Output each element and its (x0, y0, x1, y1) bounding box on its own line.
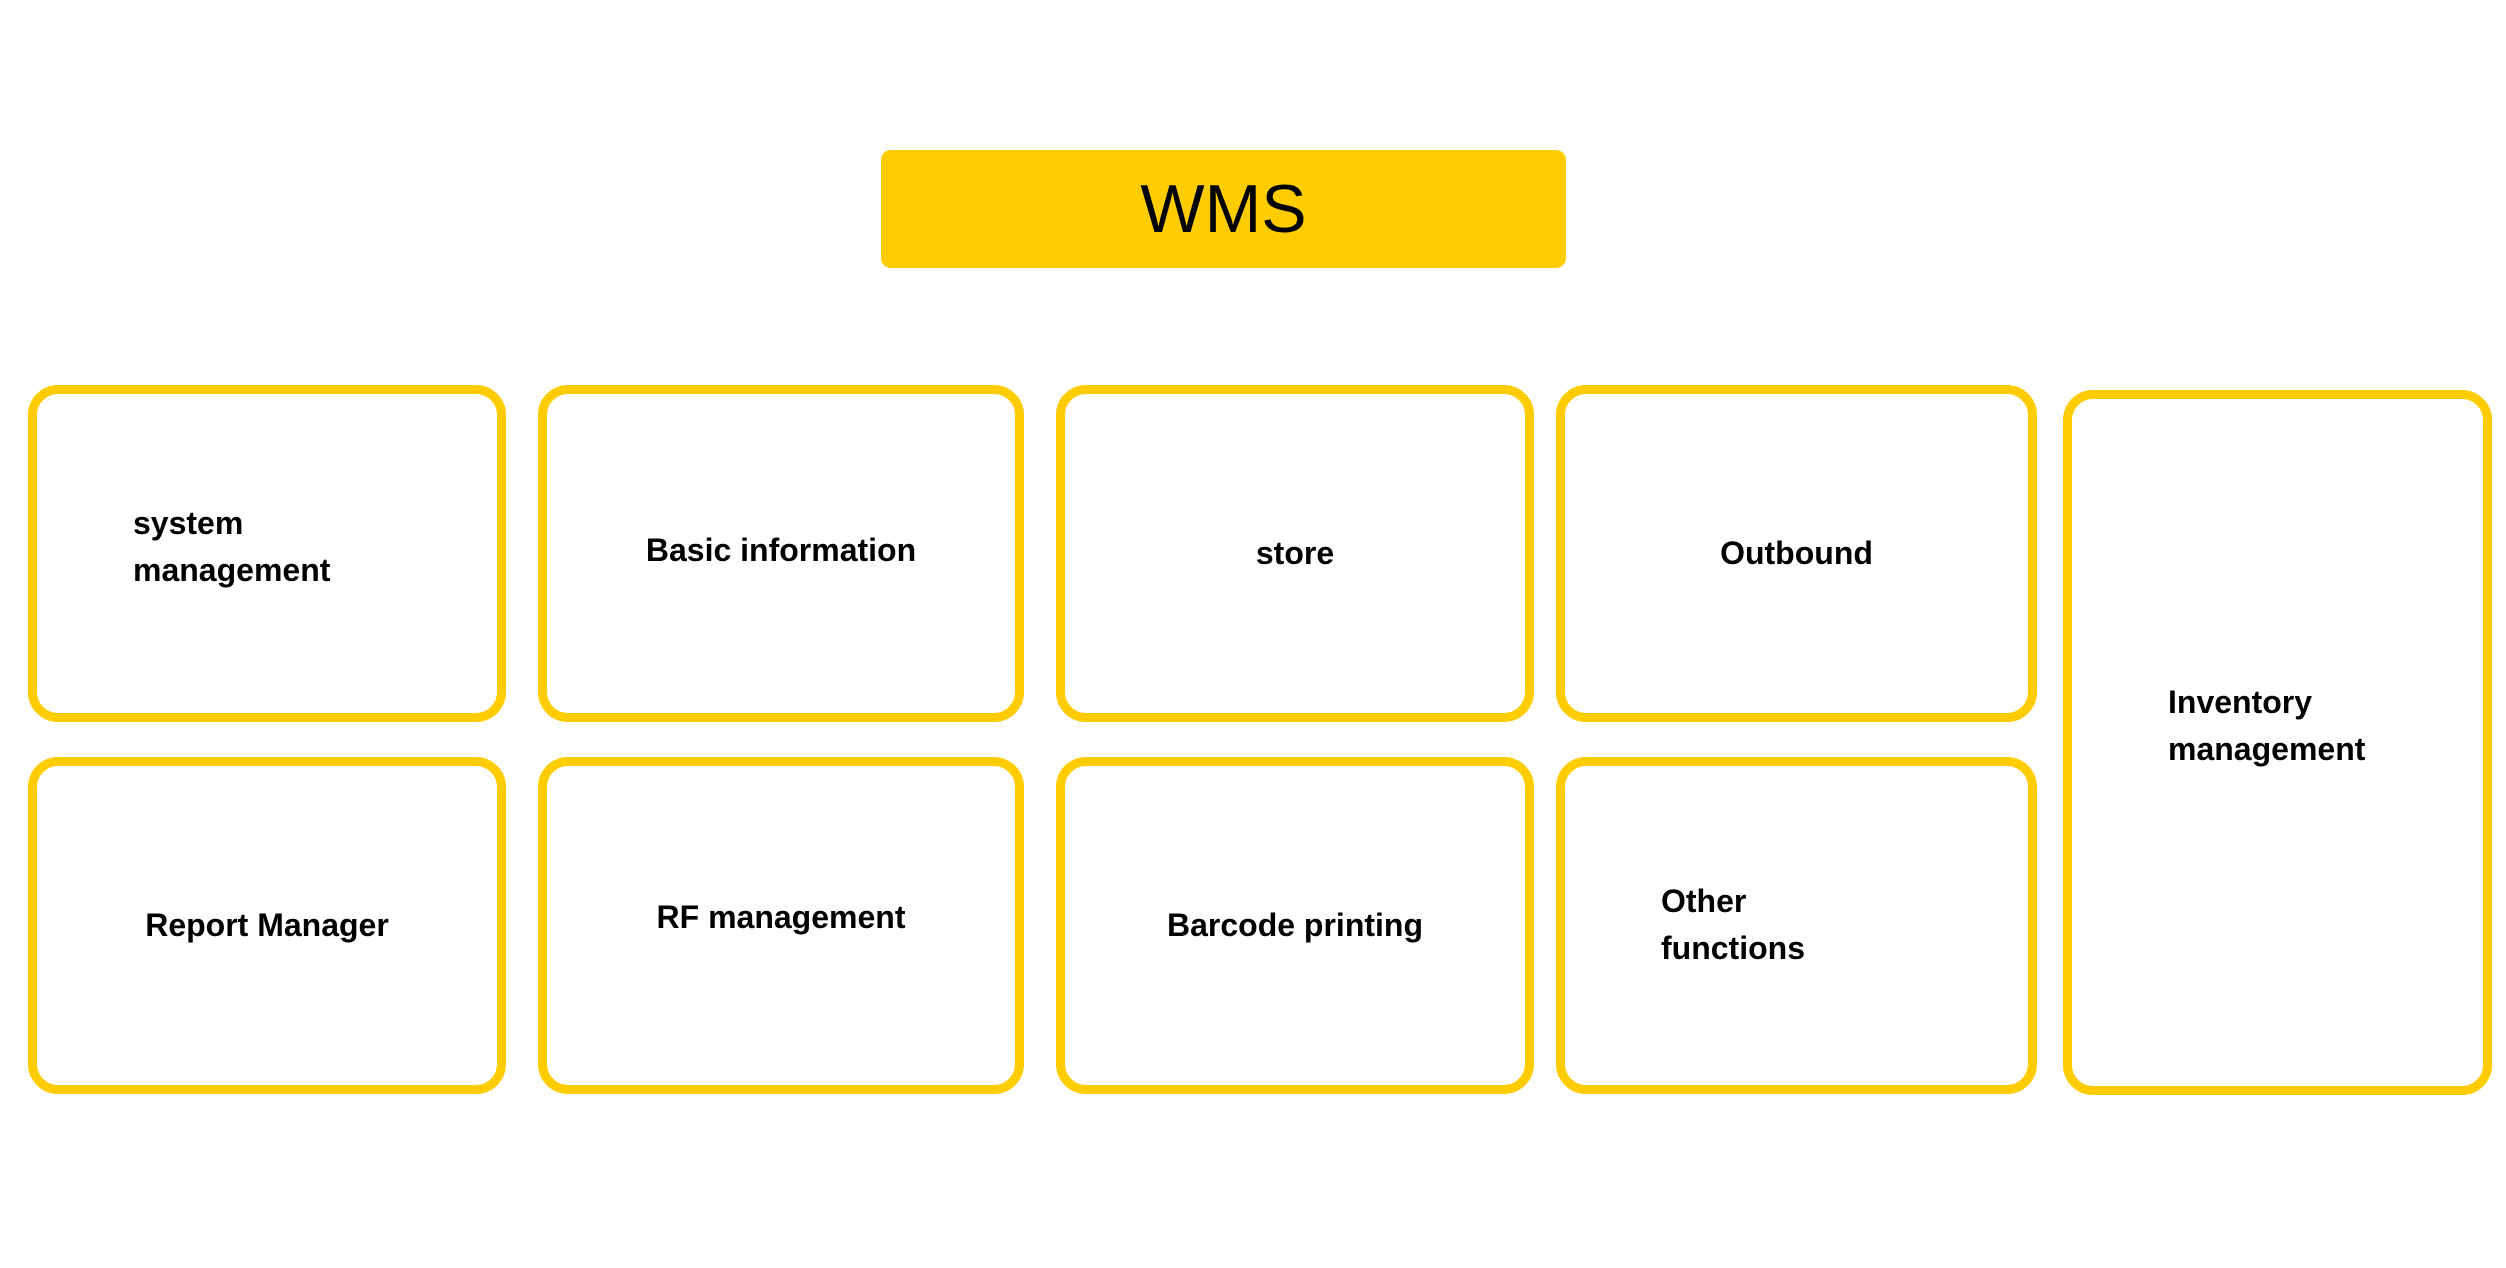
module-card-barcode-printing[interactable]: Barcode printing (1056, 757, 1534, 1094)
module-card-label: system management (133, 505, 331, 588)
module-card-label: RF management (656, 899, 906, 936)
module-card-store[interactable]: store (1056, 385, 1534, 722)
diagram-title-box: WMS (881, 150, 1566, 268)
module-card-label: Barcode printing (1166, 907, 1423, 944)
module-card-basic-information[interactable]: Basic information (538, 385, 1024, 722)
module-card-label: Outbound (1720, 535, 1873, 572)
module-card-label: Inventory management (2168, 684, 2366, 767)
module-card-label: Other functions (1661, 883, 1805, 966)
module-card-other-functions[interactable]: Other functions (1556, 757, 2037, 1094)
module-card-system-management[interactable]: system management (28, 385, 506, 722)
module-card-outbound[interactable]: Outbound (1556, 385, 2037, 722)
module-card-label: Basic information (645, 532, 917, 569)
module-card-label: store (1255, 535, 1335, 572)
module-card-inventory-management[interactable]: Inventory management (2063, 390, 2492, 1095)
diagram-title-label: WMS (1140, 171, 1307, 247)
module-card-label: Report Manager (145, 907, 389, 944)
module-card-report-manager[interactable]: Report Manager (28, 757, 506, 1094)
module-card-rf-management[interactable]: RF management (538, 757, 1024, 1094)
